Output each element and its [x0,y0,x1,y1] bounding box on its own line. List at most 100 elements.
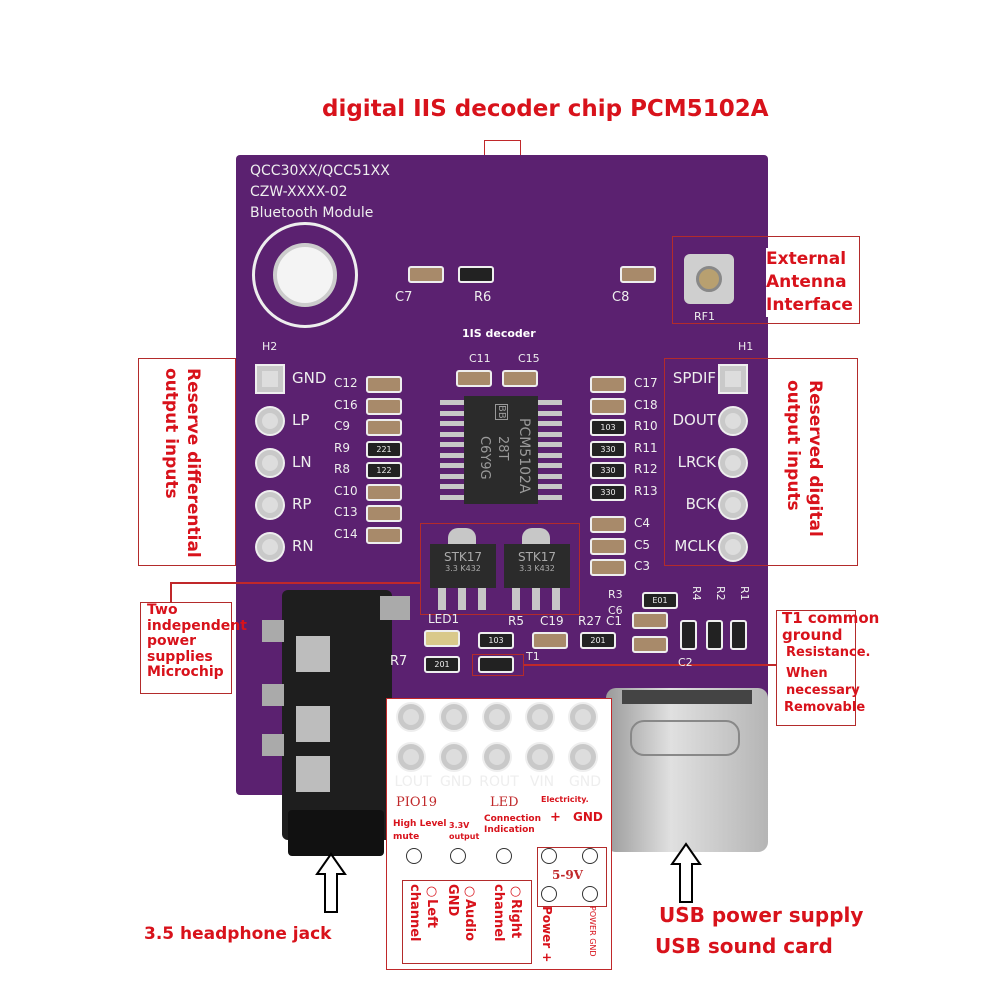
c16-cap [366,397,402,415]
jack-pad [262,734,284,756]
c10-cap [366,483,402,501]
c18-label: C18 [634,397,658,412]
pin-label-bck: BCK [685,495,716,513]
chip-pin [440,431,464,437]
hole [582,886,598,902]
chip-pin [440,494,464,500]
chip-pin [440,452,464,458]
jack-contact [296,706,330,742]
r8-res: 122 [366,462,402,479]
hole [541,886,557,902]
voltage-label: 5-9V [552,868,583,882]
c12-cap [366,376,402,393]
pin-label-mclk: MCLK [674,537,716,555]
chip-pin [538,410,562,416]
hole [450,848,466,864]
r4-label: R4 [690,586,703,601]
pin-label-rp: RP [292,495,312,513]
jack-barrel [288,810,384,856]
plus-label: + [550,810,561,825]
c19-cap [532,632,568,649]
r3-res: E01 [642,592,678,609]
r4-res [680,620,697,650]
c5-cap [590,537,626,555]
h1-label: H1 [738,340,754,353]
c11-label: C11 [469,352,491,365]
r1-res [730,620,747,650]
pin-label-vin: VIN [529,774,555,790]
c3-label: C3 [634,559,651,573]
pin-pad-dout [720,408,746,434]
pin-pad-ln [257,450,283,476]
pin-pad-rn [257,534,283,560]
regulator-pin [532,588,540,610]
r11-label: R11 [634,440,658,455]
regulator-pin [478,588,486,610]
r9-res: 221 [366,440,402,458]
c1-label: C1 [606,614,623,628]
iis-decoder-annotation: 1IS decoder [462,327,536,340]
r12-res: 330 [590,462,626,479]
antenna-center-icon [696,266,722,292]
pin-label-rout: ROUT [479,774,519,790]
header-pad [398,744,424,770]
r10-label: R10 [634,419,658,433]
electricity-label: Electricity. [541,795,589,804]
r3-label: R3 [608,588,623,601]
r5-label: R5 [508,614,524,628]
c13-cap [366,505,402,522]
c15-cap [502,370,538,387]
c7-cap [408,266,444,283]
jack-pad [380,596,410,620]
led1-label: LED1 [428,612,460,626]
r27-res: 201 [580,632,616,649]
reserve-differential-annotation: Reserve differential output inputs [161,368,203,558]
chip-pin [538,494,562,500]
header-pad [484,704,510,730]
chip-pin [440,473,464,479]
title-annotation: digital IIS decoder chip PCM5102A [322,96,769,122]
chip-pin [440,463,464,468]
audio-gnd-label: ○Audio GND [445,884,477,942]
pin-label-gnd: GND [292,369,327,387]
hole [496,848,512,864]
r1-label: R1 [738,586,751,601]
c8-label: C8 [612,290,630,305]
chip-pin [538,463,562,468]
c1-cap [632,636,668,653]
c16-label: C16 [334,397,358,412]
jack-pad [262,684,284,706]
right-channel-label: ○Right channel [491,884,523,942]
usb-power-annotation: USB power supply [659,903,864,927]
r11-res: 330 [590,440,626,458]
c6-cap [632,612,668,629]
usb-sound-card-annotation: USB sound card [655,934,833,958]
usb-port-outline [630,720,740,756]
header-pad [570,744,596,770]
c14-cap [366,526,402,544]
hole [406,848,422,864]
header-pad [527,744,553,770]
header-pad [441,744,467,770]
usb-c-connector [606,688,768,852]
led-label: LED [490,795,519,810]
r2-res [706,620,723,650]
pin-label-rn: RN [292,537,314,555]
t1-res [478,656,514,673]
regulator-pin [512,588,520,610]
mount-hole-center [273,243,337,307]
pin-label-ln: LN [292,453,312,471]
r2-label: R2 [714,586,727,601]
left-channel-label: ○Left channel [407,884,439,942]
c6-label: C6 [608,604,623,617]
c4-label: C4 [634,516,651,530]
chip-pin [440,421,464,426]
pin-label-lp: LP [292,411,310,429]
c12-label: C12 [334,376,358,390]
pin-pad-rp [257,492,283,518]
